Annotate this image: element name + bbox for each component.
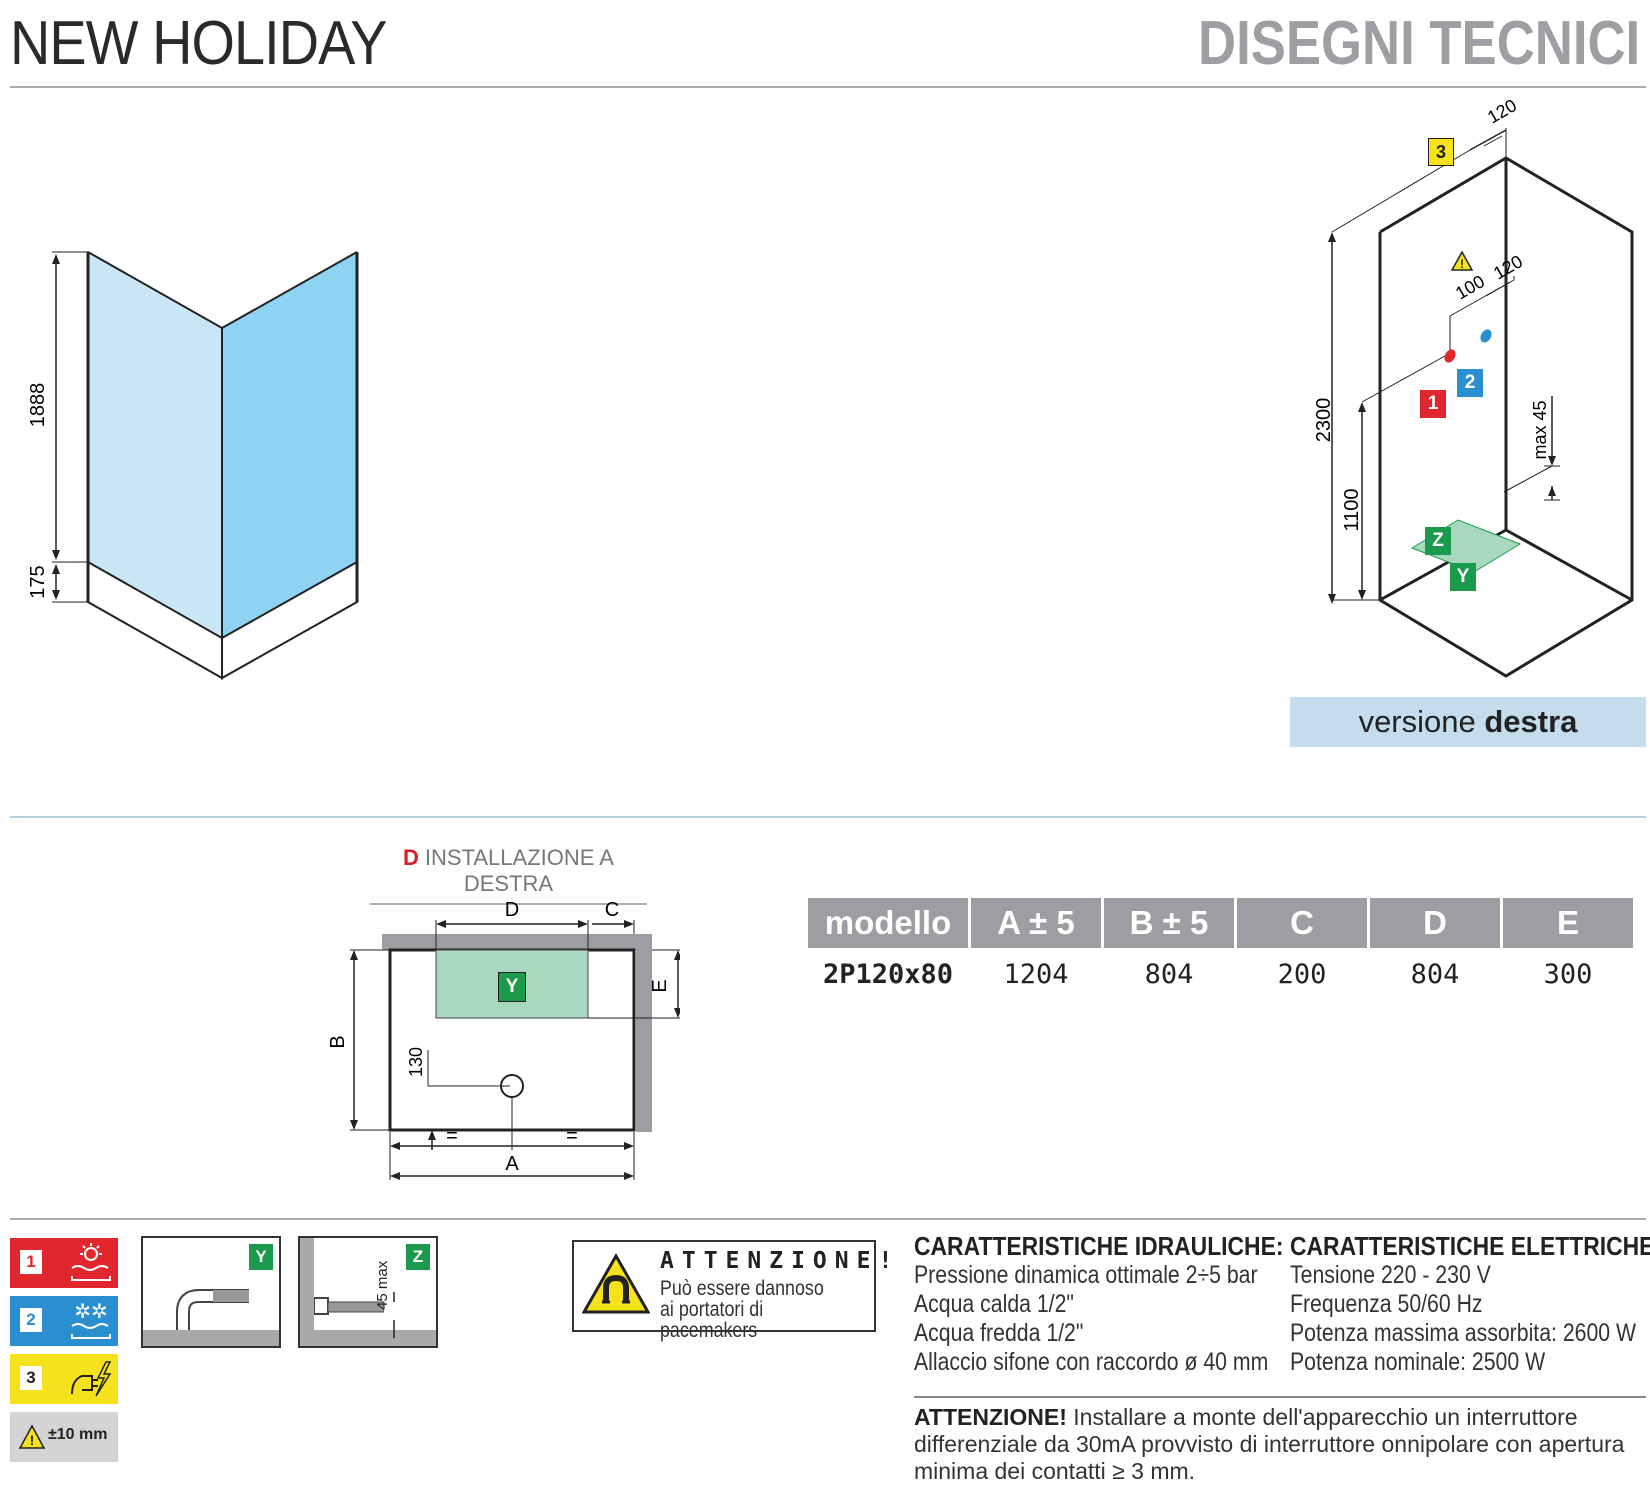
electrical-line: Frequenza 50/60 Hz xyxy=(1290,1290,1483,1318)
dim-1888: 1888 xyxy=(27,383,49,428)
bottom-divider xyxy=(10,1218,1646,1220)
hydraulic-line: Allaccio sifone con raccordo ø 40 mm xyxy=(914,1348,1269,1376)
dim-2300: 2300 xyxy=(1313,398,1335,443)
legend-electric: 3 xyxy=(10,1354,118,1404)
electrical-heading: CARATTERISTICHE ELETTRICHE: xyxy=(1290,1231,1650,1261)
marker-z: Z xyxy=(1425,527,1451,555)
marker-2: 2 xyxy=(1457,369,1483,397)
pacemaker-warning: ATTENZIONE! Può essere dannoso ai portat… xyxy=(572,1240,892,1341)
drain-pipe-elbow-icon xyxy=(176,1289,249,1330)
legend-tolerance: ! ±10 mm xyxy=(10,1412,118,1462)
hydraulic-heading: CARATTERISTICHE IDRAULICHE: xyxy=(914,1231,1284,1261)
dim-a: A xyxy=(505,1153,519,1175)
dim-b: B xyxy=(327,1035,349,1048)
sun-water-icon xyxy=(71,1243,111,1281)
svg-text:!: ! xyxy=(30,1432,35,1448)
marker-y: Y xyxy=(1450,563,1476,591)
page-title: NEW HOLIDAY xyxy=(10,9,388,78)
legend-hot-water: 1 xyxy=(10,1238,118,1288)
col-modello: modello xyxy=(808,898,968,948)
mid-divider xyxy=(10,816,1646,818)
dim-45max: 45 max xyxy=(374,1260,391,1310)
dim-120-top: 120 xyxy=(1484,100,1520,127)
dim-e: E xyxy=(649,979,671,992)
front-elevation-drawing: 1888 175 xyxy=(27,251,359,680)
col-d: D xyxy=(1370,898,1500,948)
col-b: B ± 5 xyxy=(1104,898,1234,948)
glass-panel-left xyxy=(88,252,222,638)
drain-pipe-straight-icon xyxy=(314,1297,384,1315)
warning-text: Può essere dannoso ai portatori di pacem… xyxy=(660,1277,824,1342)
marker-3: 3 xyxy=(1428,138,1454,166)
cell-d: 804 xyxy=(1410,958,1460,990)
hydraulic-line: Pressione dinamica ottimale 2÷5 bar xyxy=(914,1261,1258,1289)
drain-z-illustration: 45 max Z xyxy=(298,1236,438,1348)
spec-table-header: modello A ± 5 B ± 5 C D E xyxy=(808,898,1633,948)
dim-100: 100 xyxy=(1452,271,1488,303)
dim-45-arrows xyxy=(393,1292,395,1338)
hydraulic-line: Acqua calda 1/2" xyxy=(914,1290,1074,1318)
dim-120b: 120 xyxy=(1490,251,1526,283)
marker-z-drain: Z xyxy=(406,1244,430,1270)
dim-175: 175 xyxy=(27,565,49,598)
dim-max45: max 45 xyxy=(1530,400,1550,459)
hydraulic-line: Acqua fredda 1/2" xyxy=(914,1319,1084,1347)
glass-panel-right xyxy=(222,252,357,638)
col-a: A ± 5 xyxy=(971,898,1101,948)
electrical-line: Tensione 220 - 230 V xyxy=(1290,1261,1491,1289)
installation-note: ATTENZIONE! Installare a monte dell'appa… xyxy=(914,1404,1625,1484)
version-label: versione destra xyxy=(1290,697,1646,747)
note-divider xyxy=(914,1396,1646,1398)
cell-a: 1204 xyxy=(1003,958,1069,990)
marker-y-plan: Y xyxy=(498,972,526,1002)
col-c: C xyxy=(1237,898,1367,948)
warning-title: ATTENZIONE! xyxy=(660,1248,901,1274)
cell-b: 804 xyxy=(1144,958,1194,990)
drain-y-illustration: Y xyxy=(141,1236,281,1348)
hydraulic-specs: CARATTERISTICHE IDRAULICHE: Pressione di… xyxy=(914,1231,1284,1377)
plug-lightning-icon xyxy=(71,1361,112,1397)
dim-eq-left: = xyxy=(446,1125,458,1147)
dim-1100: 1100 xyxy=(1341,488,1363,531)
magnet-warning-icon xyxy=(582,1252,650,1314)
svg-text:!: ! xyxy=(1460,257,1464,271)
electrical-line: Potenza massima assorbita: 2600 W xyxy=(1290,1319,1637,1347)
svg-text:✲✲: ✲✲ xyxy=(74,1301,108,1323)
install-plan-drawing: D C E B A 130 = = xyxy=(327,899,680,1180)
snowflake-water-icon: ✲✲ xyxy=(71,1301,111,1339)
legend-cold-water: 2 ✲✲ xyxy=(10,1296,118,1346)
table-row: 2P120x80 1204 804 200 804 300 xyxy=(808,948,1633,1000)
header-divider xyxy=(10,86,1646,88)
warning-triangle-icon: ! xyxy=(18,1424,46,1449)
dim-eq-right: = xyxy=(566,1125,578,1147)
spec-table: modello A ± 5 B ± 5 C D E 2P120x80 1204 … xyxy=(805,898,1636,1000)
cell-e: 300 xyxy=(1543,958,1593,990)
electrical-line: Potenza nominale: 2500 W xyxy=(1290,1348,1546,1376)
dim-130: 130 xyxy=(406,1047,426,1077)
marker-1: 1 xyxy=(1420,390,1446,418)
cell-c: 200 xyxy=(1277,958,1327,990)
dim-d: D xyxy=(505,899,519,921)
warning-triangle-icon xyxy=(1450,250,1474,271)
col-e: E xyxy=(1503,898,1633,948)
cell-model: 2P120x80 xyxy=(823,958,954,990)
marker-y-drain: Y xyxy=(249,1244,273,1270)
electrical-specs: CARATTERISTICHE ELETTRICHE: Tensione 220… xyxy=(1290,1231,1650,1377)
section-title: DISEGNI TECNICI xyxy=(1197,9,1640,78)
dim-c: C xyxy=(605,899,619,921)
